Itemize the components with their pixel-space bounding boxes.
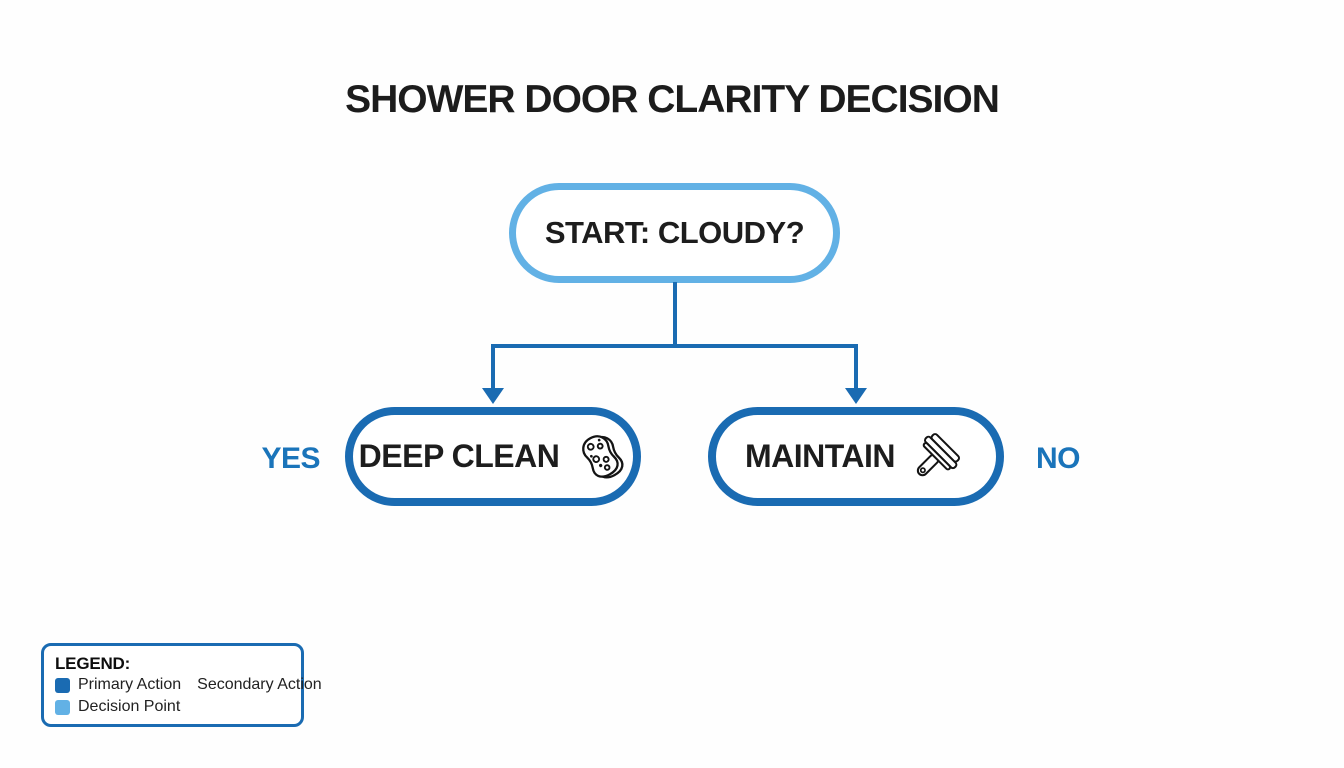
node-start-decision: START: CLOUDY? — [509, 183, 840, 283]
legend-box: LEGEND: Primary Action Secondary Action … — [41, 643, 322, 727]
sponge-icon — [582, 434, 624, 478]
primary-action-swatch — [55, 677, 70, 693]
connector-stem-line — [673, 282, 677, 346]
decision-point-swatch — [55, 699, 70, 715]
legend-label-secondary-action: Secondary Action — [197, 676, 322, 693]
start-node-label: START: CLOUDY? — [544, 215, 805, 250]
legend-row-actions: Primary Action Secondary Action — [55, 674, 322, 696]
connector-no-line — [854, 344, 858, 390]
legend-label-decision-point: Decision Point — [78, 698, 181, 715]
node-deep-clean: DEEP CLEAN — [345, 407, 641, 506]
deep-clean-node-label: DEEP CLEAN — [358, 438, 560, 474]
connector-branch-line — [491, 344, 858, 348]
branch-label-yes: YES — [261, 442, 320, 475]
legend-row-decision: Decision Point — [55, 696, 290, 718]
arrowhead-yes-icon — [482, 388, 504, 404]
arrowhead-no-icon — [845, 388, 867, 404]
branch-label-no: NO — [1036, 442, 1081, 475]
legend-title: LEGEND: — [55, 654, 131, 673]
node-maintain: MAINTAIN — [708, 407, 1004, 506]
page-title: SHOWER DOOR CLARITY DECISION — [345, 78, 1000, 121]
maintain-node-label: MAINTAIN — [744, 438, 896, 474]
connector-yes-line — [491, 344, 495, 390]
legend-label-primary-action: Primary Action — [78, 676, 182, 693]
squeegee-icon — [916, 432, 961, 476]
